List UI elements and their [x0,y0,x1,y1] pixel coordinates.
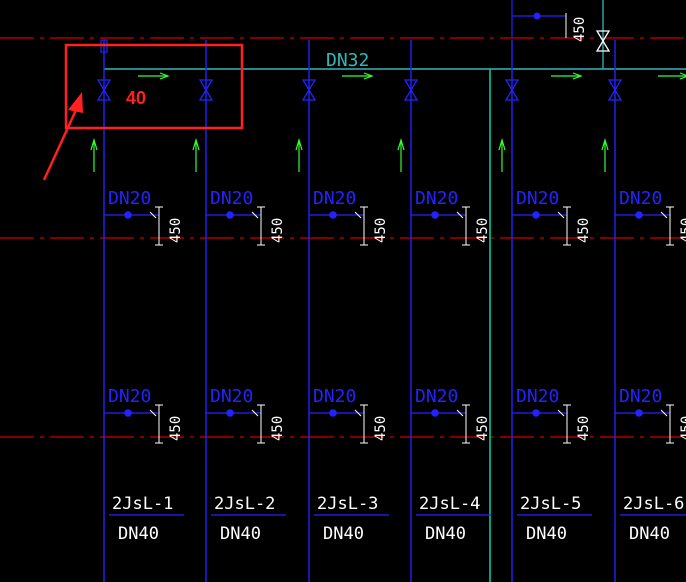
main-pipe-label: DN32 [326,50,369,71]
riser-valve [301,79,317,101]
branch-tick [251,211,259,219]
branch-size-label: DN20 [415,188,458,209]
riser-valve [607,79,623,101]
riser-valve [96,79,112,101]
branch-tick [354,409,362,417]
dimension-value: 450 [576,416,592,441]
branch-node [329,409,337,417]
riser-id-label: 2JsL-3 [317,494,378,514]
riser-flow-arrow-head [90,137,98,151]
branch-node [635,409,643,417]
branch-size-label: DN20 [415,386,458,407]
dimension-value: 450 [270,416,286,441]
branch-tick [354,211,362,219]
riser-pipe-size: DN40 [629,524,670,544]
dimension-value: 450 [168,218,184,243]
dimension-value: 450 [475,416,491,441]
annotation-arrowhead [68,92,83,113]
dimension-value: 450 [168,416,184,441]
riser-pipe-size: DN40 [526,524,567,544]
branch-tick [660,211,668,219]
branch-node [532,211,540,219]
branch-node [431,211,439,219]
riser-group: DN20450DN204502JsL-1DN40DN20450DN204502J… [90,40,686,582]
branch-node [635,211,643,219]
riser-flow-arrow-head [192,137,200,151]
riser-flow-arrow-head [498,137,506,151]
riser-flow-arrow-head [601,137,609,151]
riser-pipe-size: DN40 [323,524,364,544]
riser-id-label: 2JsL-4 [419,494,480,514]
dimension-value: 450 [576,218,592,243]
branch-size-label: DN20 [619,386,662,407]
axis-lines [0,37,686,438]
dimension-value: 450 [679,416,686,441]
riser-pipe-size: DN40 [220,524,261,544]
dimension-value: 450 [679,218,686,243]
dimension-value: 450 [373,416,389,441]
top-branch-node [533,12,541,20]
riser-flow-arrow-head [295,137,303,151]
annotation-value: 40 [126,88,146,108]
flow-arrow-head [363,72,374,80]
branch-size-label: DN20 [313,188,356,209]
branch-tick [557,211,565,219]
riser-id-label: 2JsL-1 [112,494,173,514]
branch-size-label: DN20 [210,188,253,209]
branch-size-label: DN20 [619,188,662,209]
branch-node [124,409,132,417]
riser-valve [504,79,520,101]
dimension-value: 450 [475,218,491,243]
branch-node [329,211,337,219]
flow-arrow-head [159,72,170,80]
flow-arrow-head [679,72,686,80]
feeder-valve [595,30,611,52]
branch-tick [251,409,259,417]
riser-flow-arrow-head [397,137,405,151]
branch-size-label: DN20 [516,386,559,407]
riser-valve [403,79,419,101]
riser-pipe-size: DN40 [425,524,466,544]
branch-node [226,409,234,417]
annotation-leader [42,109,78,181]
branch-size-label: DN20 [108,386,151,407]
riser-pipe-size: DN40 [118,524,159,544]
branch-node [431,409,439,417]
branch-tick [660,409,668,417]
branch-tick [557,409,565,417]
branch-size-label: DN20 [516,188,559,209]
flow-arrow-head [572,72,583,80]
branch-node [124,211,132,219]
branch-node [532,409,540,417]
branch-size-label: DN20 [313,386,356,407]
branch-tick [149,409,157,417]
annotation-box [64,43,244,130]
dimension-value: 450 [373,218,389,243]
riser-valve [198,79,214,101]
branch-tick [149,211,157,219]
branch-tick [456,409,464,417]
riser-id-label: 2JsL-2 [214,494,275,514]
branch-size-label: DN20 [210,386,253,407]
annotation-callout: 40 [42,43,244,181]
riser-id-label: 2JsL-5 [520,494,581,514]
branch-tick [456,211,464,219]
riser-id-label: 2JsL-6 [623,494,684,514]
dimension-value: 450 [270,218,286,243]
branch-node [226,211,234,219]
branch-size-label: DN20 [108,188,151,209]
top-riser-dimension: 450 [572,17,588,42]
